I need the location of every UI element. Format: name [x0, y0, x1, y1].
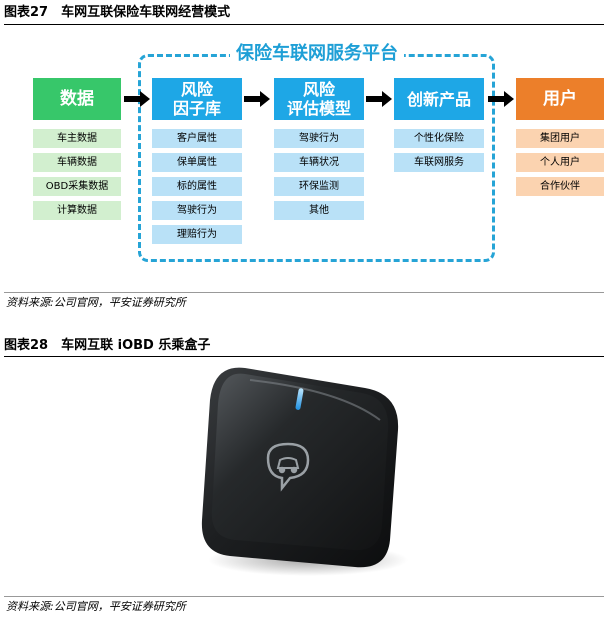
risk-factor-header: 风险 因子库	[152, 78, 242, 120]
risk-factor-item-customer: 客户属性	[152, 129, 242, 148]
risk-factor-item-claims: 理赔行为	[152, 225, 242, 244]
risk-model-item-vehicle: 车辆状况	[274, 153, 364, 172]
data-item-computed: 计算数据	[33, 201, 121, 220]
data-item-obd: OBD采集数据	[33, 177, 121, 196]
risk-model-header-line2: 评估模型	[286, 99, 351, 118]
figure-27-source: 资料来源:公司官网，平安证券研究所	[6, 296, 186, 309]
figure-28-source-rule	[4, 596, 604, 597]
product-item-personalized-insurance: 个性化保险	[394, 129, 484, 148]
figure-28-top-rule	[4, 356, 604, 357]
risk-model-header-line1: 风险	[302, 80, 335, 99]
figure-28-source: 资料来源:公司官网，平安证券研究所	[6, 600, 186, 613]
data-header-label: 数据	[60, 88, 94, 109]
arrow-right-icon	[244, 91, 270, 107]
data-item-vehicle: 车辆数据	[33, 153, 121, 172]
user-item-individual: 个人用户	[516, 153, 604, 172]
risk-model-item-environment: 环保监测	[274, 177, 364, 196]
risk-factor-item-policy: 保单属性	[152, 153, 242, 172]
product-item-telematics-service: 车联网服务	[394, 153, 484, 172]
user-item-partner: 合作伙伴	[516, 177, 604, 196]
figure-28-title: 图表28 车网互联 iOBD 乐乘盒子	[4, 338, 211, 353]
risk-model-header: 风险 评估模型	[274, 78, 364, 120]
innovative-products-header-label: 创新产品	[406, 89, 471, 109]
users-header-label: 用户	[543, 88, 577, 109]
figure-27-source-rule	[4, 292, 604, 293]
data-item-owner: 车主数据	[33, 129, 121, 148]
risk-model-item-driving: 驾驶行为	[274, 129, 364, 148]
figure-27-title: 图表27 车网互联保险车联网经营模式	[4, 5, 231, 20]
arrow-right-icon	[124, 91, 150, 107]
risk-factor-item-driving: 驾驶行为	[152, 201, 242, 220]
risk-model-item-other: 其他	[274, 201, 364, 220]
platform-title: 保险车联网服务平台	[230, 43, 404, 65]
data-header: 数据	[33, 78, 121, 120]
risk-factor-header-line1: 风险	[180, 80, 213, 99]
arrow-right-icon	[488, 91, 514, 107]
users-header: 用户	[516, 78, 604, 120]
figure-27-top-rule	[4, 24, 604, 25]
user-item-group: 集团用户	[516, 129, 604, 148]
risk-factor-header-line2: 因子库	[172, 99, 221, 118]
innovative-products-header: 创新产品	[394, 78, 484, 120]
risk-factor-item-subject: 标的属性	[152, 177, 242, 196]
arrow-right-icon	[366, 91, 392, 107]
iobd-device-image	[201, 367, 408, 576]
